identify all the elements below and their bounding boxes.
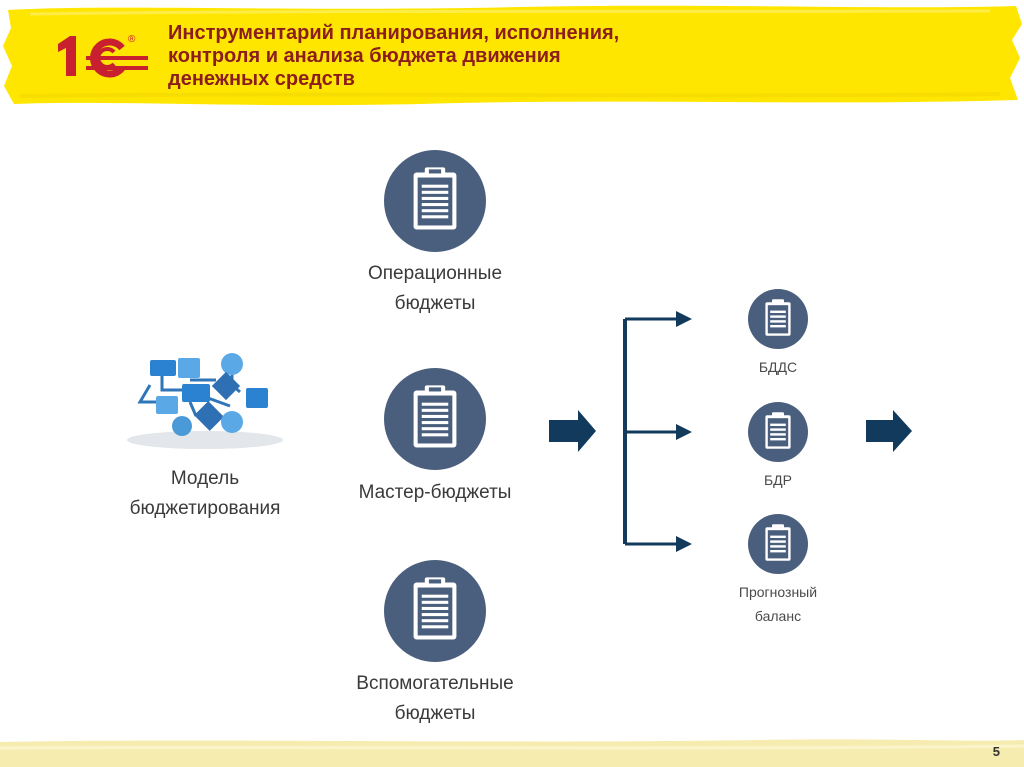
flowchart-icon: [127, 353, 283, 449]
model-label: Модель бюджетирования: [129, 468, 281, 519]
block-arrow-right: [866, 410, 912, 452]
block-arrow-left: [549, 410, 596, 452]
master-budgets-label: Мастер-бюджеты: [358, 482, 512, 503]
page-number: 5: [992, 744, 1000, 759]
clipboard-icon: [384, 368, 486, 470]
bdr-label: БДР: [763, 472, 792, 488]
clipboard-icon: [748, 289, 808, 349]
forecast-balance-label: Прогнозный баланс: [738, 584, 818, 624]
title-banner: [3, 5, 1022, 106]
bdds-label: БДДС: [758, 359, 798, 375]
clipboard-icon: [384, 560, 486, 662]
footer-band: [0, 739, 1024, 767]
1c-logo: ®: [58, 34, 148, 78]
page-title: Инструментарий планирования, исполнения,…: [168, 22, 620, 90]
auxiliary-budgets-label: Вспомогательные бюджеты: [356, 673, 514, 724]
clipboard-icon: [384, 150, 486, 252]
logo-registered-mark: ®: [128, 34, 136, 45]
operational-budgets-label: Операционные бюджеты: [367, 263, 503, 314]
clipboard-icon: [748, 402, 808, 462]
clipboard-icon: [748, 514, 808, 574]
